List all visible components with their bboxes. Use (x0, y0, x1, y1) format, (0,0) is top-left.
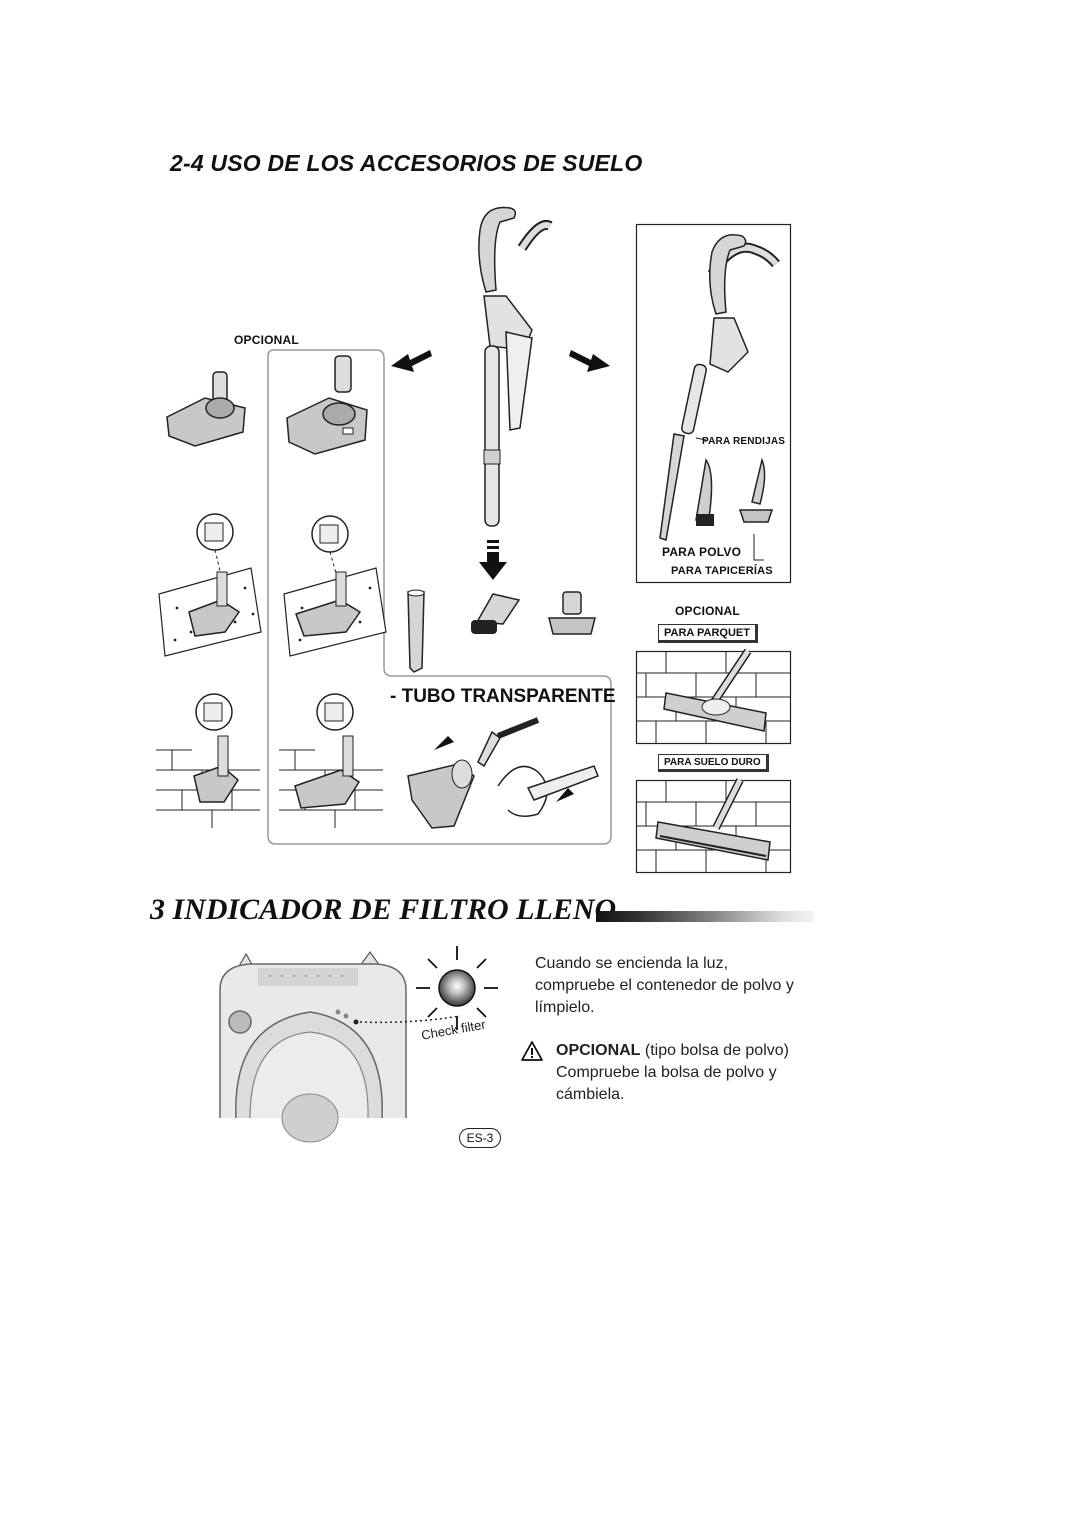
tag-para-parquet: PARA PARQUET (658, 624, 758, 643)
opcional-note-rest: (tipo bolsa de polvo) (640, 1042, 789, 1059)
label-para-rendijas: PARA RENDIJAS (702, 436, 786, 447)
instruction-line-2: compruebe el contenedor de polvo y (535, 977, 794, 994)
upholstery-tool-illustration (548, 591, 596, 635)
page-number: ES-3 (459, 1128, 501, 1148)
label-para-tapicerias: PARA TAPICERÍAS (671, 565, 773, 577)
check-filter-light-icon (416, 946, 498, 1030)
label-opcional-left: OPCIONAL (234, 333, 299, 347)
accessory-box (635, 223, 792, 584)
transparent-tube-illustration (407, 717, 599, 829)
arrow-right-icon (569, 350, 610, 372)
opcional-note: OPCIONAL (tipo bolsa de polvo) (556, 1040, 789, 1062)
carpet-mode-illustration-2 (283, 515, 387, 657)
tag-para-suelo-duro: PARA SUELO DURO (658, 754, 769, 772)
instruction-line-5: cámbiela. (556, 1086, 625, 1103)
section-title-3: 3 INDICADOR DE FILTRO LLENO (150, 893, 617, 926)
label-tubo-transparente: - TUBO TRANSPARENTE (390, 686, 616, 707)
instruction-line-4: Compruebe la bolsa de polvo y (556, 1064, 777, 1081)
hard-floor-mode-illustration-1 (156, 693, 260, 828)
parquet-brush-illustration (635, 648, 792, 745)
optional-floor-nozzle-illustration (286, 355, 368, 455)
label-para-polvo: PARA POLVO (662, 545, 742, 559)
label-opcional-right: OPCIONAL (675, 604, 740, 618)
vacuum-wand-illustration (478, 206, 553, 527)
opcional-note-bold: OPCIONAL (556, 1042, 641, 1059)
warning-icon (521, 1041, 543, 1061)
carpet-mode-illustration-1 (158, 513, 262, 657)
dusting-brush-illustration (471, 593, 521, 634)
section-title-2-4: 2-4 USO DE LOS ACCESORIOS DE SUELO (170, 150, 643, 176)
arrow-left-icon (391, 350, 432, 372)
vacuum-body-illustration (219, 950, 461, 1143)
arrow-down-icon (479, 540, 507, 580)
crevice-tool-illustration (407, 589, 425, 673)
instruction-line-3: límpielo. (535, 999, 595, 1016)
hard-floor-mode-illustration-2 (279, 693, 383, 828)
floor-nozzle-illustration (166, 371, 246, 447)
instruction-line-1: Cuando se encienda la luz, (535, 955, 729, 972)
title-gradient-bar (596, 911, 814, 922)
hard-floor-brush-illustration (635, 778, 792, 874)
